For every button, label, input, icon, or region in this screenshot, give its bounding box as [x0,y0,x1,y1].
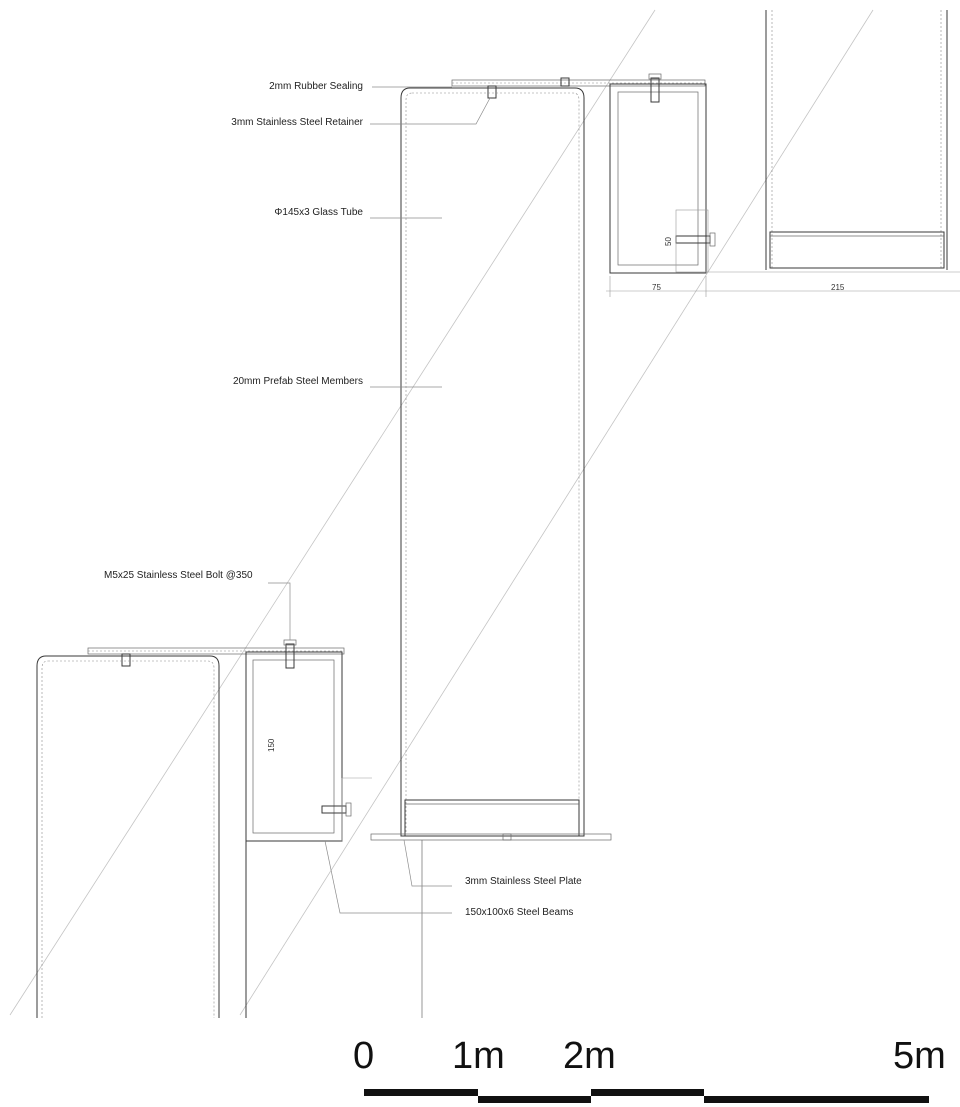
scale-segment-4 [704,1096,929,1103]
label-steel-beams: 150x100x6 Steel Beams [465,907,573,918]
scale-bar: 0 1m 2m 5m [353,1035,946,1103]
scale-segment-1 [364,1089,478,1096]
scale-label-1m: 1m [452,1035,505,1077]
leader-lines [268,86,491,914]
annotation-labels: 2mm Rubber Sealing 3mm Stainless Steel R… [104,81,582,918]
label-retainer: 3mm Stainless Steel Retainer [231,117,363,128]
glass-tube-lower [36,655,220,1018]
dimension-150: 150 [267,738,276,752]
lower-left-detail: 150 [36,639,423,1018]
glass-tube-upper [400,87,585,837]
scale-segment-3 [591,1089,704,1096]
scale-label-0: 0 [353,1035,374,1077]
dimension-50: 50 [664,237,673,246]
label-glass-tube: Φ145x3 Glass Tube [274,207,363,218]
label-prefab-members: 20mm Prefab Steel Members [233,376,363,387]
label-bolt: M5x25 Stainless Steel Bolt @350 [104,570,253,581]
dimension-75: 75 [652,283,661,292]
steel-beam-upper [609,83,707,274]
scale-label-2m: 2m [563,1035,616,1077]
dimension-215: 215 [831,283,845,292]
label-rubber-sealing: 2mm Rubber Sealing [269,81,363,92]
scale-segment-2 [478,1096,591,1103]
label-steel-plate: 3mm Stainless Steel Plate [465,876,582,887]
scale-label-5m: 5m [893,1035,946,1077]
upper-right-detail: 50 75 215 [370,10,960,841]
diagonal-guide-lines [9,9,874,1016]
